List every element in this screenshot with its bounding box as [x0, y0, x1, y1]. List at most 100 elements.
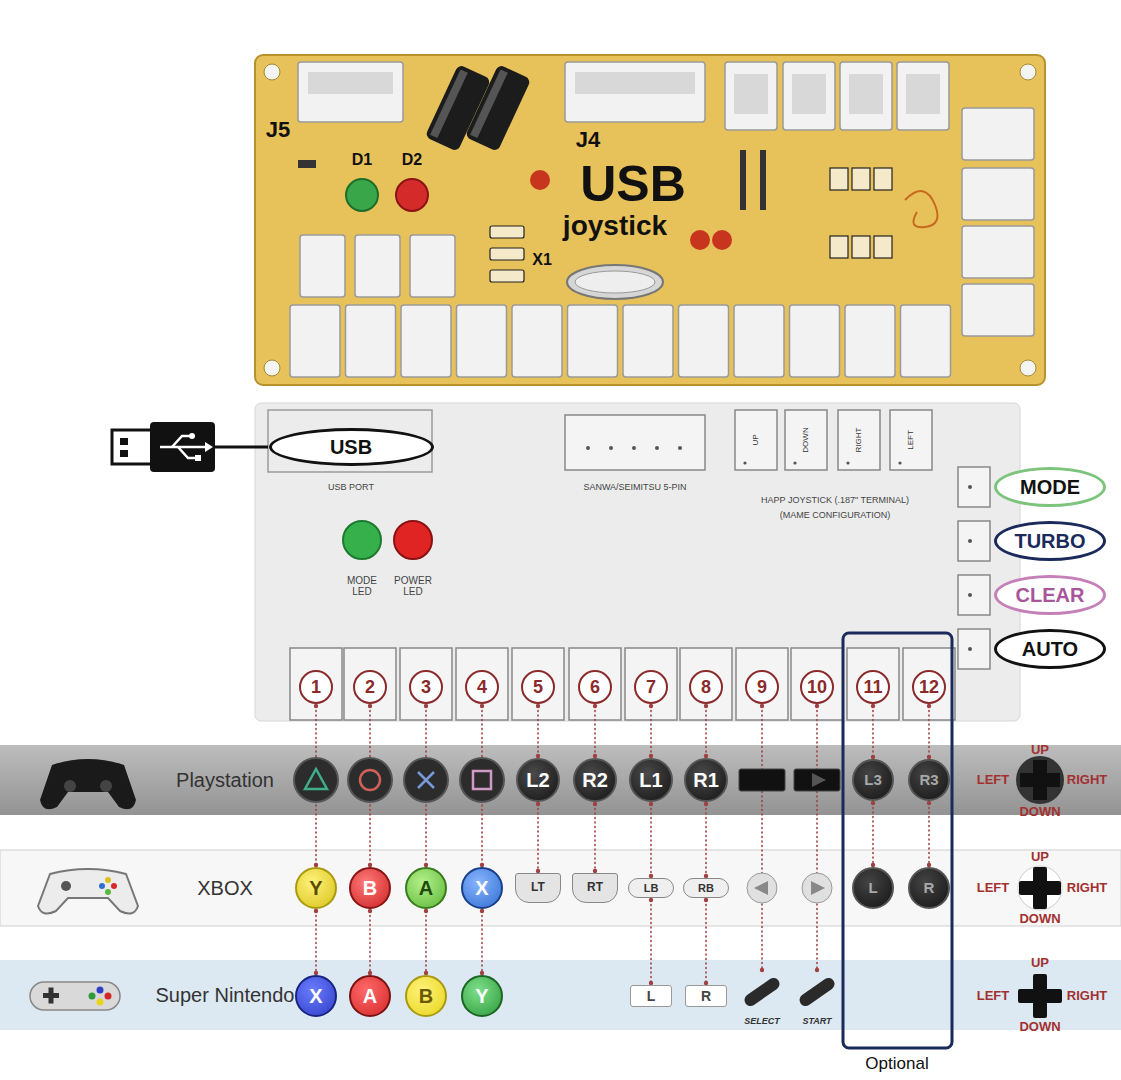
button-label: R1 — [693, 769, 719, 792]
wire-line — [705, 706, 707, 756]
face-button: Y — [295, 867, 337, 909]
button-label: AUTO — [1022, 638, 1078, 661]
wire-line — [928, 803, 930, 865]
wire-dot — [815, 968, 819, 972]
wire-line — [315, 911, 317, 973]
button-label: LB — [644, 882, 659, 895]
note-label: Optional — [865, 1054, 928, 1074]
button-number: 10 — [800, 670, 834, 704]
wire-dot — [649, 898, 653, 902]
shoulder-button: R2 — [573, 758, 617, 802]
wire-dot — [593, 802, 597, 806]
button-number: 9 — [745, 670, 779, 704]
wire-dot — [649, 802, 653, 806]
button-label: B — [363, 877, 377, 900]
board-ref: D1 — [352, 151, 372, 169]
wire-dot — [704, 704, 708, 708]
band-title: XBOX — [197, 877, 253, 900]
wire-line — [369, 911, 371, 973]
direction-label: DOWN — [1019, 1020, 1060, 1035]
button-label: 5 — [533, 677, 543, 698]
wire-line — [650, 706, 652, 756]
face-button: Y — [461, 975, 503, 1017]
button-pill — [797, 976, 837, 1009]
wire-dot — [927, 801, 931, 805]
button-number: 4 — [465, 670, 499, 704]
console-band: XBOXYBAXLTRTLBRBLR — [0, 850, 1121, 926]
button-label: A — [363, 985, 377, 1008]
wire-dot — [815, 704, 819, 708]
button-label: 2 — [365, 677, 375, 698]
board-ref: J5 — [266, 117, 290, 142]
button-label: 1 — [311, 677, 321, 698]
button-label: L — [647, 988, 656, 1004]
wire-line — [650, 804, 652, 876]
direction-label: UP — [1031, 850, 1049, 865]
led-label: POWER LED — [388, 575, 438, 597]
direction-label: DOWN — [1019, 805, 1060, 820]
wire-line — [425, 911, 427, 973]
led-label: MODE LED — [337, 575, 387, 597]
wire-dot — [480, 704, 484, 708]
button-label: 9 — [757, 677, 767, 698]
wire-dot — [536, 802, 540, 806]
wire-dot — [424, 704, 428, 708]
wire-dot — [480, 909, 484, 913]
wire-dot — [424, 909, 428, 913]
bumper-button: RB — [683, 878, 729, 898]
wire-line — [705, 900, 707, 983]
button-label: X — [475, 877, 488, 900]
wire-link — [593, 704, 597, 758]
pin-label: RIGHT — [854, 428, 863, 453]
band-title: Playstation — [176, 769, 274, 792]
button-label: RT — [587, 881, 603, 895]
function-oval: AUTO — [994, 629, 1106, 669]
face-button: A — [349, 975, 391, 1017]
pin-label: UP — [751, 434, 760, 445]
button-label: 11 — [863, 677, 882, 698]
button-label: R — [924, 879, 935, 896]
board-ref: J4 — [576, 127, 600, 152]
button-number: 3 — [409, 670, 443, 704]
button-label: TURBO — [1014, 530, 1085, 553]
shoulder-button: R1 — [684, 758, 728, 802]
button-number: 6 — [578, 670, 612, 704]
wire-dot — [314, 704, 318, 708]
band-title: Super Nintendo — [156, 984, 295, 1007]
stick-button: R — [908, 867, 950, 909]
wire-link — [368, 909, 372, 975]
wire-line — [594, 706, 596, 756]
wire-dot — [314, 909, 318, 913]
pin-label: DOWN — [801, 427, 810, 452]
button-label: 4 — [477, 677, 487, 698]
face-button: X — [295, 975, 337, 1017]
select-start-button: SELECT — [735, 972, 789, 1028]
direction-label: LEFT — [977, 881, 1010, 896]
wire-link — [704, 898, 708, 985]
direction-label: UP — [1031, 743, 1049, 758]
pin-label: LEFT — [906, 430, 915, 450]
wire-line — [872, 706, 874, 757]
direction-label: RIGHT — [1067, 773, 1107, 788]
face-button: X — [461, 867, 503, 909]
button-number: 8 — [689, 670, 723, 704]
wire-link — [871, 704, 875, 759]
wire-link — [649, 898, 653, 985]
wire-link — [760, 704, 764, 972]
wire-line — [928, 706, 930, 757]
trigger-button: RT — [572, 873, 618, 903]
wire-dot — [368, 704, 372, 708]
button-label: 8 — [701, 677, 711, 698]
face-button: B — [405, 975, 447, 1017]
wire-line — [872, 803, 874, 865]
wire-dot — [927, 704, 931, 708]
direction-label: RIGHT — [1067, 881, 1107, 896]
wire-line — [537, 706, 539, 756]
wire-dot — [649, 704, 653, 708]
console-band: Super NintendoXABYLRSELECTSTART — [0, 960, 1121, 1030]
button-label: L3 — [864, 771, 882, 788]
port-label: USB PORT — [328, 482, 374, 492]
button-label: R2 — [582, 769, 608, 792]
direction-label: RIGHT — [1067, 989, 1107, 1004]
button-label: 7 — [646, 677, 656, 698]
